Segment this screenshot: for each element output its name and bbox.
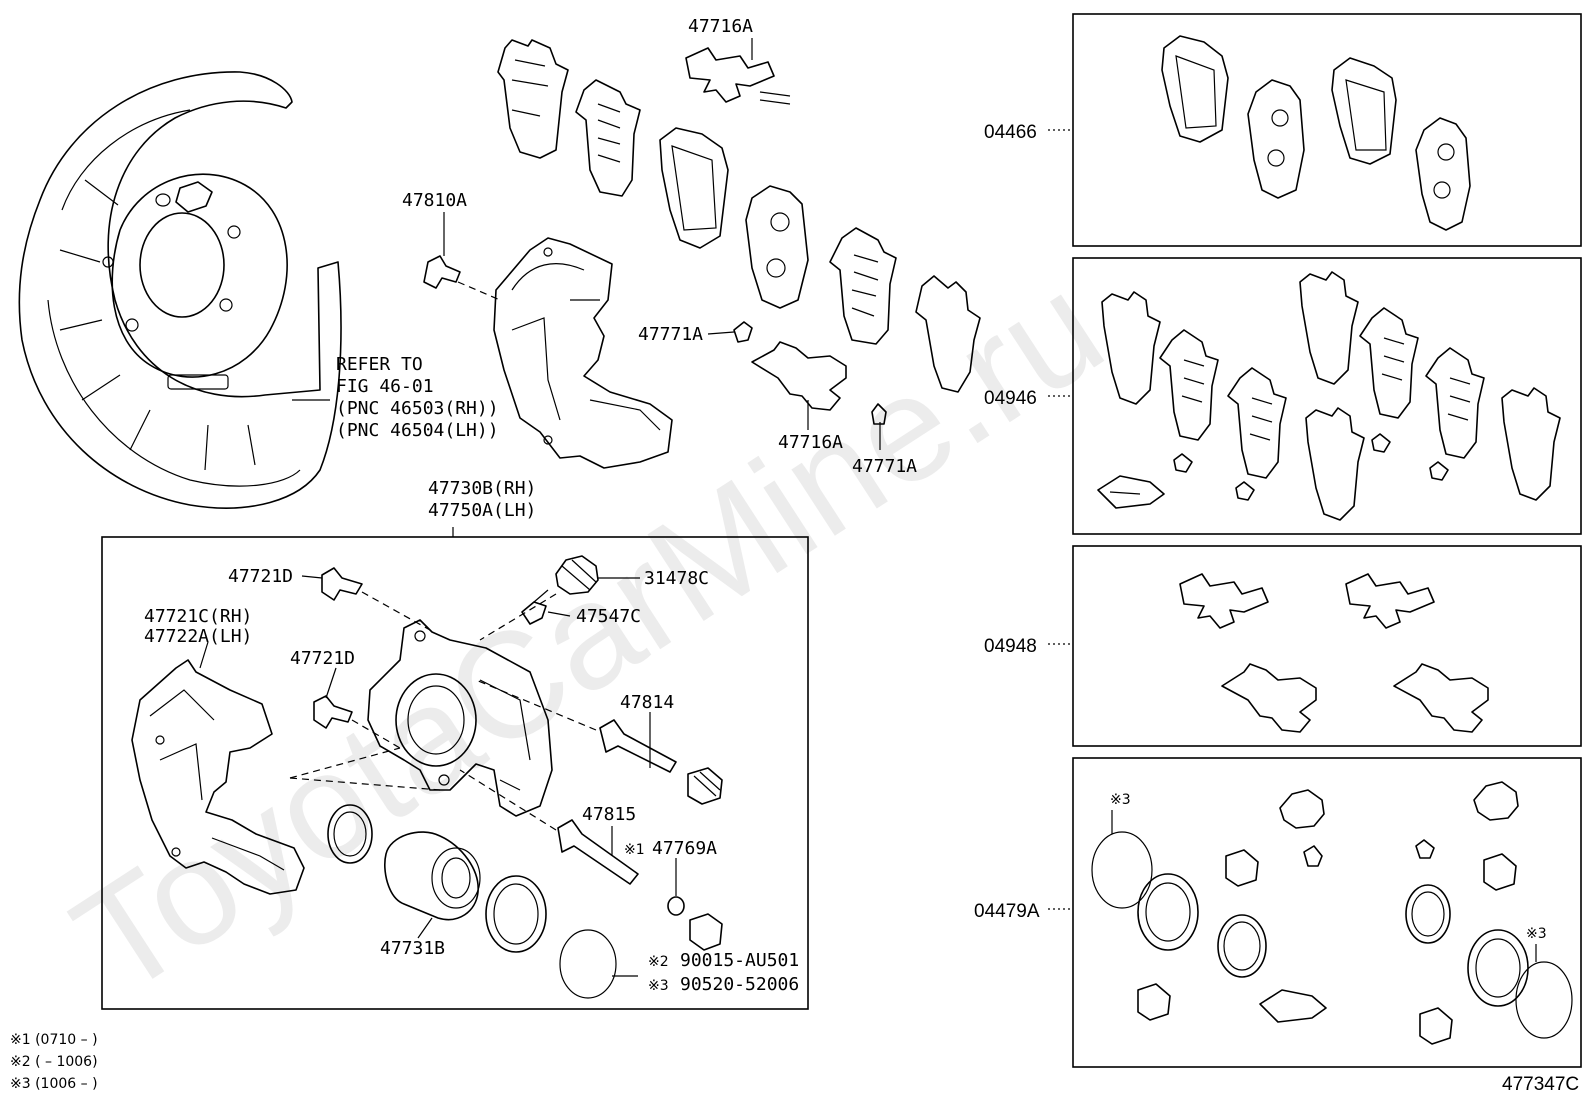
caliper-bracket-upper-illustration — [493, 237, 673, 469]
refer-line-3: (PNC 46503(RH)) — [336, 398, 499, 419]
kit-mark-3a: ※3 — [1110, 792, 1131, 808]
footnote-2: ※2 ( – 1006) — [10, 1054, 98, 1070]
label-47721d-a: 47721D — [228, 566, 293, 587]
kit-04466-frame — [1072, 13, 1582, 247]
footnote-1: ※1 (0710 – ) — [10, 1032, 98, 1048]
label-47815: 47815 — [582, 804, 636, 825]
backing-plate-illustration — [18, 71, 342, 509]
kit-label-04946: 04946 — [984, 388, 1037, 409]
anti-squeal-clip-top-illustration — [685, 47, 791, 105]
label-47769a-mark: ※1 — [624, 842, 645, 858]
label-47716a-top: 47716A — [688, 16, 753, 37]
bolt-47810a-illustration — [423, 255, 501, 301]
label-47730b: 47730B(RH) — [428, 478, 536, 499]
label-47722a: 47722A(LH) — [144, 626, 252, 647]
label-47771a-right: 47771A — [852, 456, 917, 477]
label-47814: 47814 — [620, 692, 674, 713]
label-47721c: 47721C(RH) — [144, 606, 252, 627]
label-47716a-mid: 47716A — [778, 432, 843, 453]
caliper-assembly-frame — [101, 536, 809, 1010]
label-47769a: 47769A — [652, 838, 717, 859]
kit-04946-frame — [1072, 257, 1582, 535]
kit-label-04479a: 04479A — [974, 901, 1040, 922]
label-47721d-b: 47721D — [290, 648, 355, 669]
kit-04466-pads — [1161, 35, 1471, 231]
label-47750a: 47750A(LH) — [428, 500, 536, 521]
kit-mark-3b: ※3 — [1526, 926, 1547, 942]
label-90520-mark: ※3 — [648, 978, 669, 994]
leader-lines — [199, 38, 1537, 977]
label-47731b: 47731B — [380, 938, 445, 959]
anti-squeal-clip-mid-illustration — [751, 341, 847, 411]
kit-04479a-parts — [1091, 781, 1573, 1045]
refer-line-1: REFER TO — [336, 354, 423, 375]
kit-label-04948: 04948 — [984, 636, 1037, 657]
label-47771a-left: 47771A — [638, 324, 703, 345]
diagram-id: 477347C — [1502, 1074, 1579, 1095]
label-90015-mark: ※2 — [648, 954, 669, 970]
label-90015: 90015-AU501 — [680, 950, 799, 971]
footnote-3: ※3 (1006 – ) — [10, 1076, 98, 1092]
kit-04948-frame — [1072, 545, 1582, 747]
kit-label-04466: 04466 — [984, 122, 1037, 143]
label-31478c: 31478C — [644, 568, 709, 589]
caliper-illustration — [131, 555, 723, 999]
kit-04479a-frame — [1072, 757, 1582, 1068]
brake-pads-illustration — [497, 39, 981, 393]
refer-line-2: FIG 46-01 — [336, 376, 434, 397]
label-47810a: 47810A — [402, 190, 467, 211]
refer-line-4: (PNC 46504(LH)) — [336, 420, 499, 441]
pad-support-clip-b — [871, 403, 887, 425]
kit-04946-pads — [1097, 271, 1561, 521]
label-90520: 90520-52006 — [680, 974, 799, 995]
pad-support-clip-a — [733, 321, 753, 343]
label-47547c: 47547C — [576, 606, 641, 627]
kit-04948-clips — [1179, 573, 1489, 733]
